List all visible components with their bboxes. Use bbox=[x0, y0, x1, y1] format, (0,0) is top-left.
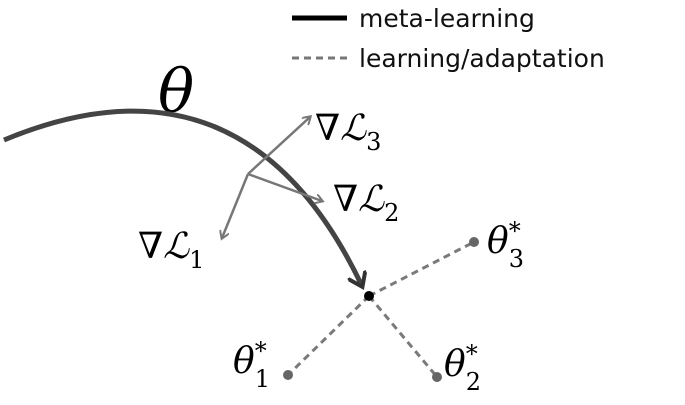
task-optimum-point-2 bbox=[432, 372, 442, 382]
gradient-arrow-1 bbox=[222, 173, 250, 238]
legend-adaptation-label: learning/adaptation bbox=[359, 44, 605, 73]
theta-star-1-label: θ*1 bbox=[233, 337, 270, 393]
gradient-arrows bbox=[222, 117, 322, 238]
meta-learning-path bbox=[3, 108, 362, 286]
grad-L2-label: ∇ℒ2 bbox=[333, 179, 399, 227]
grad-L3-label: ∇ℒ3 bbox=[315, 108, 381, 156]
meta-parameter-point bbox=[364, 291, 374, 301]
adaptation-paths bbox=[286, 240, 475, 378]
gradient-arrow-2 bbox=[247, 172, 322, 201]
task-optimum-point-1 bbox=[283, 370, 293, 380]
legend-meta-learning-label: meta-learning bbox=[359, 4, 535, 33]
adaptation-path-2 bbox=[367, 295, 439, 378]
task-optimum-point-3 bbox=[469, 237, 479, 247]
legend: meta-learning learning/adaptation bbox=[292, 4, 605, 73]
grad-L1-label: ∇ℒ1 bbox=[138, 226, 204, 274]
adaptation-path-3 bbox=[368, 240, 475, 298]
adaptation-path-1 bbox=[286, 294, 371, 377]
theta-star-2-label: θ*2 bbox=[444, 340, 481, 396]
gradient-arrow-3 bbox=[247, 117, 310, 175]
theta-star-3-label: θ*3 bbox=[487, 217, 524, 273]
